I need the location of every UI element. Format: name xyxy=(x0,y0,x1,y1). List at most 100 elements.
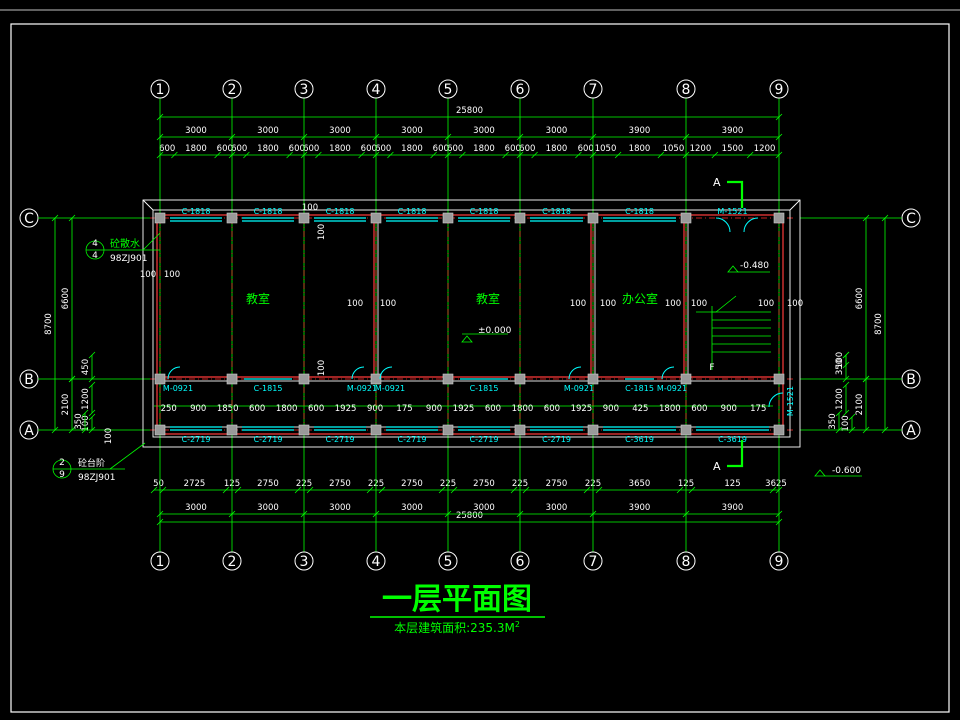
window-label-top: C-1818 xyxy=(625,207,654,216)
axis-label-bottom-3: 3 xyxy=(300,554,309,570)
column xyxy=(587,373,599,385)
dim-right-1200-text: 1200 xyxy=(835,388,845,410)
axis-label-top-2: 2 xyxy=(228,82,237,98)
door-label-corridor: M-0921 xyxy=(564,384,594,393)
window-label-bottom: C-2719 xyxy=(182,435,211,444)
door-label-corridor: M-0921 xyxy=(657,384,687,393)
axis-label-bottom-9: 9 xyxy=(775,554,784,570)
dim-detail-top-tick xyxy=(459,151,466,159)
room-label-classroom-2: 教室 xyxy=(476,291,500,306)
dim-left-6600-text: 6600 xyxy=(61,288,71,310)
axis-label-right-B: B xyxy=(906,372,916,388)
axis-label-bottom-2: 2 xyxy=(228,554,237,570)
stair-mark: F xyxy=(709,363,714,373)
dim-detail-top-text: 1500 xyxy=(722,144,744,154)
dim-detail-bottom-text: 3650 xyxy=(629,479,651,489)
dim-right-350b-text: 350 xyxy=(828,413,838,429)
dim-bays-bottom-text: 3900 xyxy=(722,503,744,513)
dim-detail-bottom-tick xyxy=(222,486,230,494)
dim-left-2100-text: 2100 xyxy=(61,394,71,416)
dim-detail-top-text: 1800 xyxy=(629,144,651,154)
dim-100-col: 100 xyxy=(317,360,327,376)
column xyxy=(226,373,238,385)
column xyxy=(370,373,382,385)
axis-bubble-bottom-3 xyxy=(294,551,314,571)
dim-detail-top-text: 1200 xyxy=(690,144,712,154)
axis-bubble-bottom-2 xyxy=(222,551,242,571)
axis-label-top-4: 4 xyxy=(372,82,381,98)
dim-left-1200-tick xyxy=(88,381,96,389)
axis-bubble-top-6 xyxy=(510,79,530,99)
dim-100-text: 100 xyxy=(140,270,156,280)
dim-left-450-text: 450 xyxy=(81,359,91,375)
door-label-corridor: M-0921 xyxy=(375,384,405,393)
axis-label-left-C: C xyxy=(24,211,34,227)
dim-corridor-text: 1800 xyxy=(512,404,534,414)
dim-detail-top-text: 600 xyxy=(519,144,535,154)
dim-detail-bottom-text: 50 xyxy=(153,479,164,489)
door-label-side: M-1521 xyxy=(786,386,795,416)
dim-right-1200-tick xyxy=(842,409,850,417)
axis-label-bottom-7: 7 xyxy=(589,554,598,570)
dim-corridor-text: 900 xyxy=(721,404,737,414)
elevation-mark-outside: -0.600 xyxy=(814,466,862,477)
dim-bays-bottom-text: 3000 xyxy=(401,503,423,513)
elevation-outside-text: -0.600 xyxy=(832,466,861,476)
section-mark-bottom: A xyxy=(713,440,744,473)
column xyxy=(773,212,785,224)
dim-right-1200-tick xyxy=(842,381,850,389)
column xyxy=(680,424,692,436)
axis-label-top-6: 6 xyxy=(516,82,525,98)
dim-corridor-text: 1925 xyxy=(335,404,357,414)
dim-100-col: 100 xyxy=(104,428,114,444)
axis-label-top-8: 8 xyxy=(682,82,691,98)
dim-detail-bottom-text: 2725 xyxy=(184,479,206,489)
dim-corridor-text: 900 xyxy=(367,404,383,414)
dim-left-450-tick xyxy=(88,351,96,359)
dim-detail-top-text: 1800 xyxy=(546,144,568,154)
dim-detail-bottom-text: 2750 xyxy=(329,479,351,489)
door-swing-side xyxy=(768,392,784,408)
dim-detail-bottom-text: 125 xyxy=(724,479,740,489)
dim-bays-top-text: 3000 xyxy=(185,126,207,136)
column xyxy=(442,373,454,385)
dim-100-text: 100 xyxy=(380,299,396,309)
column xyxy=(226,212,238,224)
dim-detail-top-text: 1800 xyxy=(257,144,279,154)
apron-corner xyxy=(789,199,801,211)
dim-bays-top-text: 3000 xyxy=(257,126,279,136)
room-label-office: 办公室 xyxy=(622,291,658,306)
dim-detail-bottom-text: 2750 xyxy=(257,479,279,489)
dim-right-350-text: 350 xyxy=(835,359,845,375)
dim-left-100-text: 100 xyxy=(81,415,91,431)
axis-label-top-7: 7 xyxy=(589,82,598,98)
dim-right-outer-text: 8700 xyxy=(874,313,884,335)
dim-bays-top-text: 3000 xyxy=(473,126,495,136)
dim-left-350-tick xyxy=(81,409,89,417)
axis-label-bottom-8: 8 xyxy=(682,554,691,570)
dim-bays-bottom-text: 3000 xyxy=(257,503,279,513)
dim-detail-bottom-tick xyxy=(769,486,777,494)
window-label-top: C-1818 xyxy=(182,207,211,216)
dim-detail-top-text: 600 xyxy=(578,144,594,154)
dim-detail-top-text: 1050 xyxy=(663,144,685,154)
dim-left-1200-text: 1200 xyxy=(81,388,91,410)
column xyxy=(587,424,599,436)
step-callout-num: 2 xyxy=(59,458,65,468)
step-label: 砼台阶 xyxy=(78,457,105,469)
dim-detail-bottom-tick xyxy=(595,486,603,494)
apron-corner xyxy=(142,199,154,211)
axis-label-left-A: A xyxy=(24,423,34,439)
dim-detail-top-text: 600 xyxy=(217,144,233,154)
building-plan xyxy=(142,199,801,448)
drawing-frame xyxy=(10,23,950,713)
dim-100-text: 100 xyxy=(691,299,707,309)
dim-bays-bottom-text: 3900 xyxy=(629,503,651,513)
dim-corridor-text: 900 xyxy=(190,404,206,414)
column xyxy=(370,424,382,436)
apron-callout: 4 4 砼散水 98ZJ901 xyxy=(85,232,161,264)
dim-detail-top-tick xyxy=(746,151,754,159)
dim-detail-bottom-tick xyxy=(438,486,446,494)
